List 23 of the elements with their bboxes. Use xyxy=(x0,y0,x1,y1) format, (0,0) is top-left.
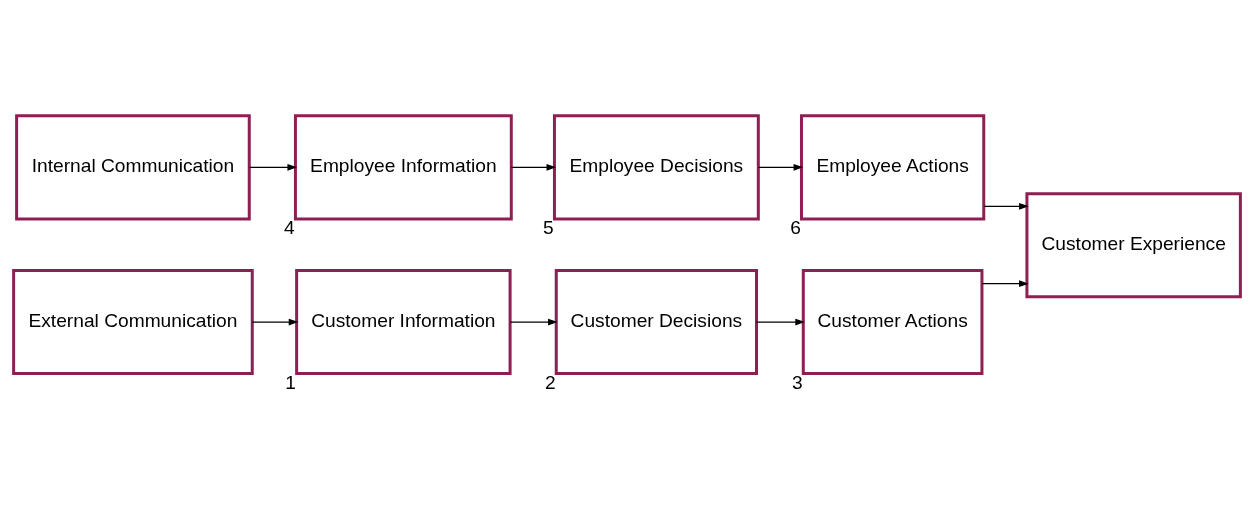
arrow xyxy=(249,163,298,171)
arrow xyxy=(509,318,558,325)
node-box: Employee Actions xyxy=(800,113,986,220)
node-label: 2 xyxy=(544,371,556,393)
node-box: Customer Decisions xyxy=(554,268,758,375)
arrow xyxy=(758,163,804,171)
node-label: 3 xyxy=(791,371,803,393)
node-box: Employee Decisions xyxy=(552,113,760,220)
node-box: Customer Actions xyxy=(801,268,984,375)
arrow xyxy=(755,318,805,325)
node-label: 1 xyxy=(285,371,296,393)
arrow xyxy=(983,202,1029,210)
arrow xyxy=(510,163,557,171)
node-label: 5 xyxy=(543,216,554,238)
arrow xyxy=(981,279,1029,287)
node-label: 4 xyxy=(284,216,295,238)
arrow xyxy=(251,318,299,325)
node-box: Customer Information xyxy=(295,268,512,375)
node-box: Employee Information xyxy=(293,113,513,220)
node-box: External Communication xyxy=(12,268,254,375)
node-label: 6 xyxy=(790,216,801,238)
node-box: Customer Experience xyxy=(1025,191,1242,298)
node-box: Internal Communication xyxy=(15,113,251,220)
